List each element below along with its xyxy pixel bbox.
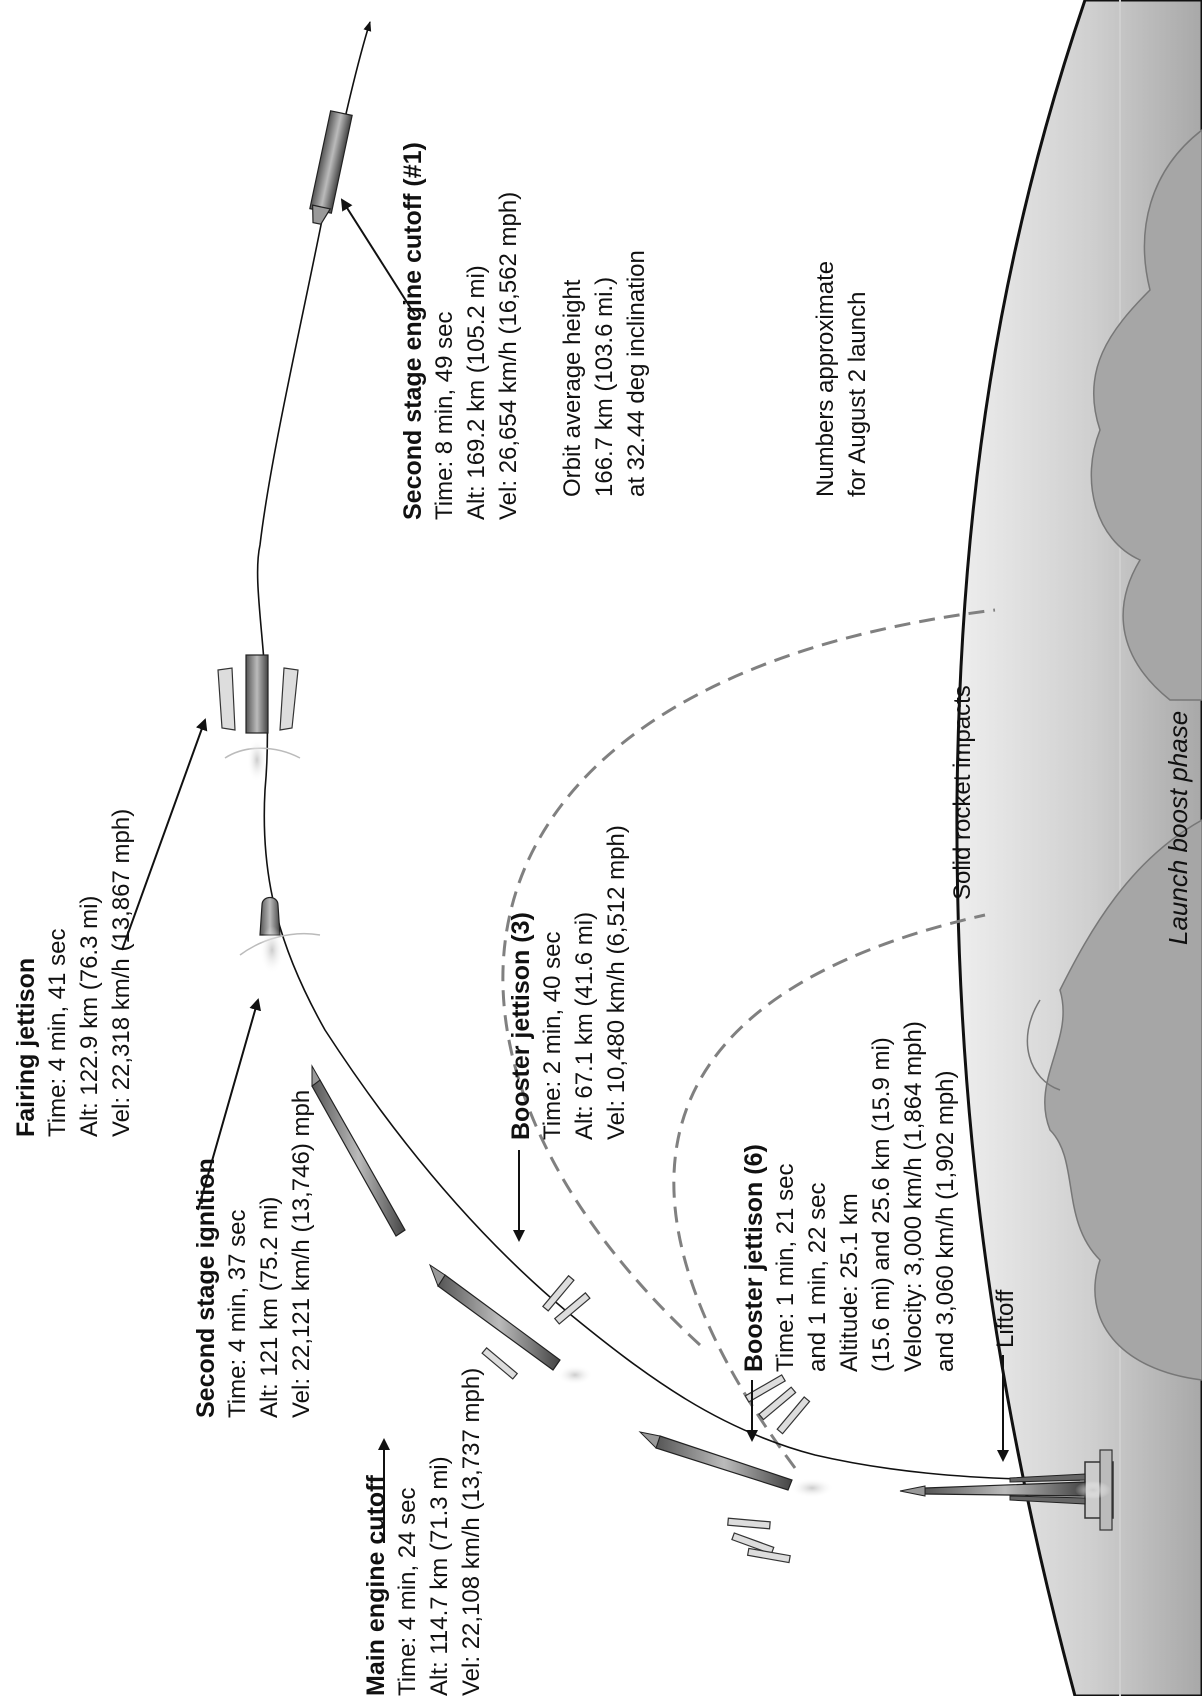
second-stage-engine-cutoff-vel: Vel: 26,654 km/h (16,562 mph): [495, 191, 522, 520]
booster-jettison-6-title: Booster jettison (6): [740, 1144, 768, 1372]
second-stage-ignition-time: Time: 4 min, 37 sec: [224, 1209, 251, 1418]
main-engine-cutoff-title: Main engine cutoff: [362, 1475, 390, 1696]
rocket-main-engine-cutoff: [311, 1064, 406, 1237]
impacts-label: Solid rocket impacts: [949, 685, 976, 900]
second-stage-engine-cutoff-alt: Alt: 169.2 km (105.2 mi): [463, 265, 490, 520]
rocket-second-stage-engine-cutoff: [309, 110, 353, 225]
rocket-liftoff: [899, 1473, 1111, 1505]
coastline: [1026, 999, 1061, 1091]
second-stage-ignition-vel: Vel: 22,121 km/h (13,746) mph: [288, 1089, 315, 1418]
second-stage-ignition-title: Second stage ignition: [192, 1158, 220, 1418]
fairing-jettison-time: Time: 4 min, 41 sec: [44, 928, 71, 1137]
orbit-note-line-1: Orbit average height: [559, 279, 586, 497]
orbit-note-line-2: 166.7 km (103.6 mi.): [591, 276, 618, 497]
diagram-caption: Launch boost phase: [1163, 710, 1193, 945]
approx-note-line-1: Numbers approximate: [812, 260, 839, 497]
booster-jettison-6-line-1: Time: 1 min, 21 sec: [772, 1163, 799, 1372]
rocket-second-stage-ignition: [239, 896, 321, 974]
second-stage-engine-cutoff-time: Time: 8 min, 49 sec: [431, 311, 458, 520]
trajectory-path: [256, 21, 1081, 1481]
main-engine-cutoff-vel: Vel: 22,108 km/h (13,737 mph): [458, 1367, 485, 1696]
fairing-jettison-title: Fairing jettison: [12, 957, 40, 1137]
impact-arc-second: [501, 608, 996, 1347]
booster-jettison-6-line-4: (15.6 mi) and 25.6 km (15.9 mi): [868, 1037, 895, 1372]
booster-jettison-3-vel: Vel: 10,480 km/h (6,512 mph): [603, 825, 630, 1140]
liftoff-label: Liftoff: [992, 1289, 1019, 1348]
main-engine-cutoff-time: Time: 4 min, 24 sec: [394, 1487, 421, 1696]
arrow-second-stage-engine-cutoff: [340, 198, 416, 316]
earth: [955, 0, 1202, 1696]
main-engine-cutoff-alt: Alt: 114.7 km (71.3 mi): [426, 1456, 453, 1696]
orbit-note-line-3: at 32.44 deg inclination: [623, 250, 650, 497]
rocket-booster-jettison-3: [428, 1263, 593, 1385]
booster-jettison-6-line-5: Velocity: 3,000 km/h (1,864 mph): [900, 1021, 927, 1372]
continent-lower: [1044, 819, 1202, 1381]
booster-jettison-3-time: Time: 2 min, 40 sec: [539, 931, 566, 1140]
booster-jettison-6-line-2: and 1 min, 22 sec: [804, 1182, 831, 1372]
impact-arc-first: [672, 913, 986, 1469]
fairing-jettison-alt: Alt: 122.9 km (76.3 mi): [76, 895, 103, 1137]
second-stage-engine-cutoff-title: Second stage engine cutoff (#1): [399, 142, 427, 520]
rocket-booster-jettison-6: [638, 1374, 834, 1564]
arrow-fairing-jettison: [121, 718, 208, 951]
booster-jettison-3-alt: Alt: 67.1 km (41.6 mi): [571, 911, 598, 1140]
approx-note-line-2: for August 2 launch: [844, 291, 871, 497]
arrow-second-stage-ignition: [197, 998, 262, 1211]
booster-jettison-6-line-6: and 3,060 km/h (1,902 mph): [932, 1070, 959, 1372]
rocket-fairing-jettison: [217, 654, 301, 782]
pointer-arrows: [121, 198, 1009, 1543]
continent-upper: [1090, 129, 1202, 701]
booster-jettison-6-line-3: Altitude: 25.1 km: [836, 1193, 863, 1372]
fairing-jettison-vel: Vel: 22,318 km/h (13,867 mph): [108, 808, 135, 1137]
booster-jettison-3-title: Booster jettison (3): [507, 912, 535, 1140]
second-stage-ignition-alt: Alt: 121 km (75.2 mi): [256, 1196, 283, 1418]
